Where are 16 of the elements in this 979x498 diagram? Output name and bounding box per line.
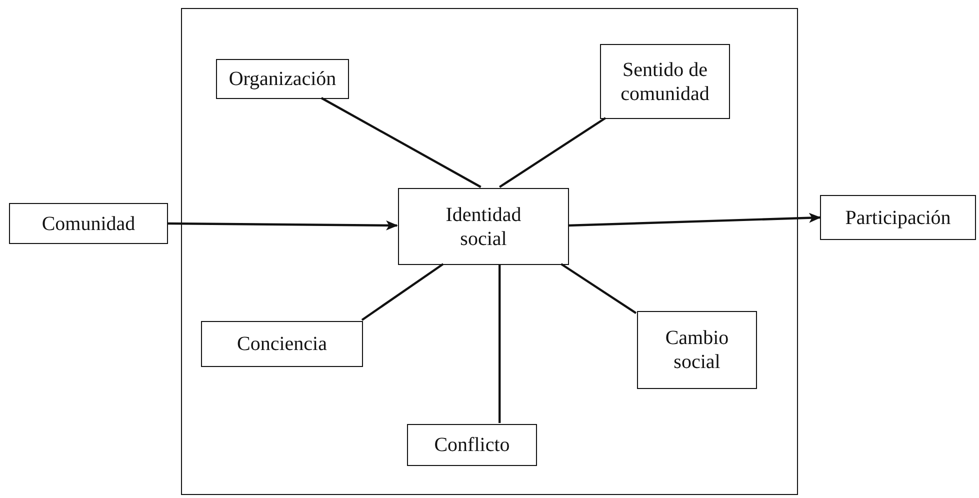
arrow xyxy=(568,212,821,227)
concept-box: Conciencia xyxy=(201,321,363,367)
connector-line xyxy=(498,264,501,423)
concept-box: Cambio social xyxy=(637,311,757,389)
concept-box: Conflicto xyxy=(407,424,537,466)
connector-line xyxy=(499,117,606,188)
frame-box xyxy=(181,8,798,495)
connector-line xyxy=(320,97,482,188)
connector-line xyxy=(361,263,444,321)
concept-box: Participación xyxy=(820,195,976,240)
concept-box: Comunidad xyxy=(9,203,168,244)
concept-box: Identidad social xyxy=(398,188,569,265)
arrow xyxy=(168,220,398,230)
connector-line xyxy=(560,263,637,314)
concept-box: Organización xyxy=(216,59,349,99)
concept-box: Sentido de comunidad xyxy=(600,44,730,119)
